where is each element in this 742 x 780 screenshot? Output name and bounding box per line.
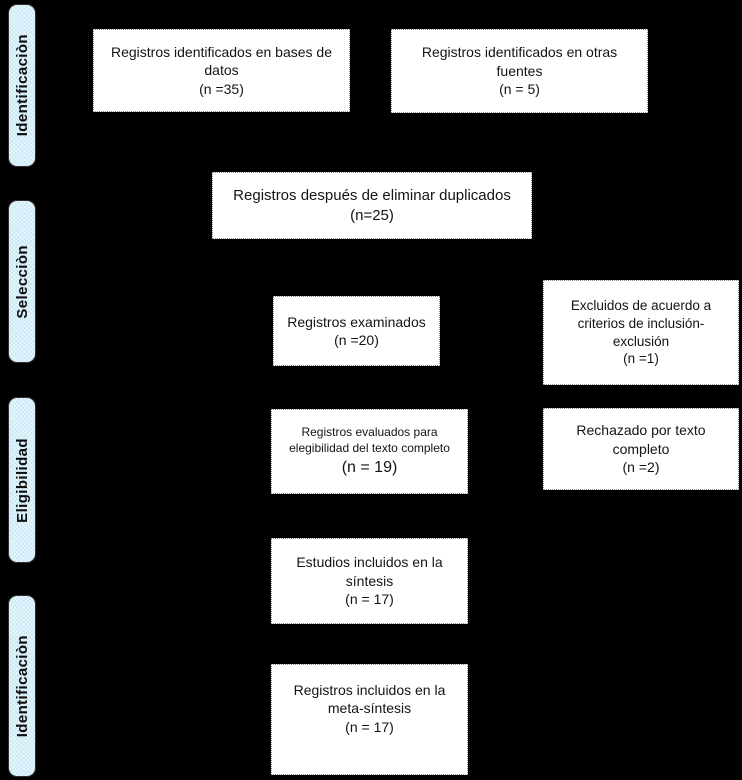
box-n-count: (n =2) [622,459,660,476]
stage-label-selection: Selecciòn [8,200,36,363]
box-records-assessed-fulltext-eligibility: Registros evaluados para elegibilidad de… [271,409,468,494]
box-excluded-inclusion-exclusion-criteria: Excluidos de acuerdo a criterios de incl… [543,280,739,385]
box-rejected-by-fulltext: Rechazado por texto completo (n =2) [543,408,739,490]
stage-label-text: Identificaciòn [13,34,31,137]
box-records-identified-other-sources: Registros identificados en otras fuentes… [391,29,648,113]
box-records-screened: Registros examinados (n =20) [273,296,440,366]
box-n-count: (n =1) [623,351,659,367]
stage-label-text: Eligibilidad [13,437,31,523]
box-n-count: (n=25) [350,206,394,224]
box-body-text: Registros identificados en otras fuentes [421,44,618,79]
box-n-count: (n =20) [334,332,379,348]
box-records-after-duplicates-removed: Registros después de eliminar duplicados… [212,172,532,239]
box-body-text: Registros incluidos en la meta-síntesis [293,682,446,717]
box-body-text: Registros examinados [287,313,426,330]
stage-label-identification-top: Identificaciòn [8,4,36,167]
box-body-text: Rechazado por texto completo [576,422,706,457]
box-n-count: (n = 17) [345,718,394,735]
box-body-text: Estudios incluidos en la síntesis [296,554,443,589]
stage-label-text: Selecciòn [13,244,31,319]
stage-label-text: Identificaciòn [13,634,31,738]
box-n-count: (n = 5) [499,81,540,98]
box-n-count: (n =35) [199,80,244,97]
box-body-text: Registros después de eliminar duplicados [233,186,511,204]
box-records-included-metasynthesis: Registros incluidos en la meta-síntesis … [271,664,468,775]
box-body-text: Registros evaluados para elegibilidad de… [289,425,450,455]
box-body-text: Excluidos de acuerdo a criterios de incl… [570,297,712,349]
stage-label-eligibility: Eligibilidad [8,397,36,563]
box-studies-included-synthesis: Estudios incluidos en la síntesis (n = 1… [271,538,468,624]
box-records-identified-databases: Registros identificados en bases de dato… [93,29,350,112]
stage-label-identification-bottom: Identificaciòn [8,595,36,777]
box-n-count: (n = 17) [345,591,394,608]
box-n-count: (n = 19) [341,458,398,476]
box-body-text: Registros identificados en bases de dato… [110,43,333,79]
